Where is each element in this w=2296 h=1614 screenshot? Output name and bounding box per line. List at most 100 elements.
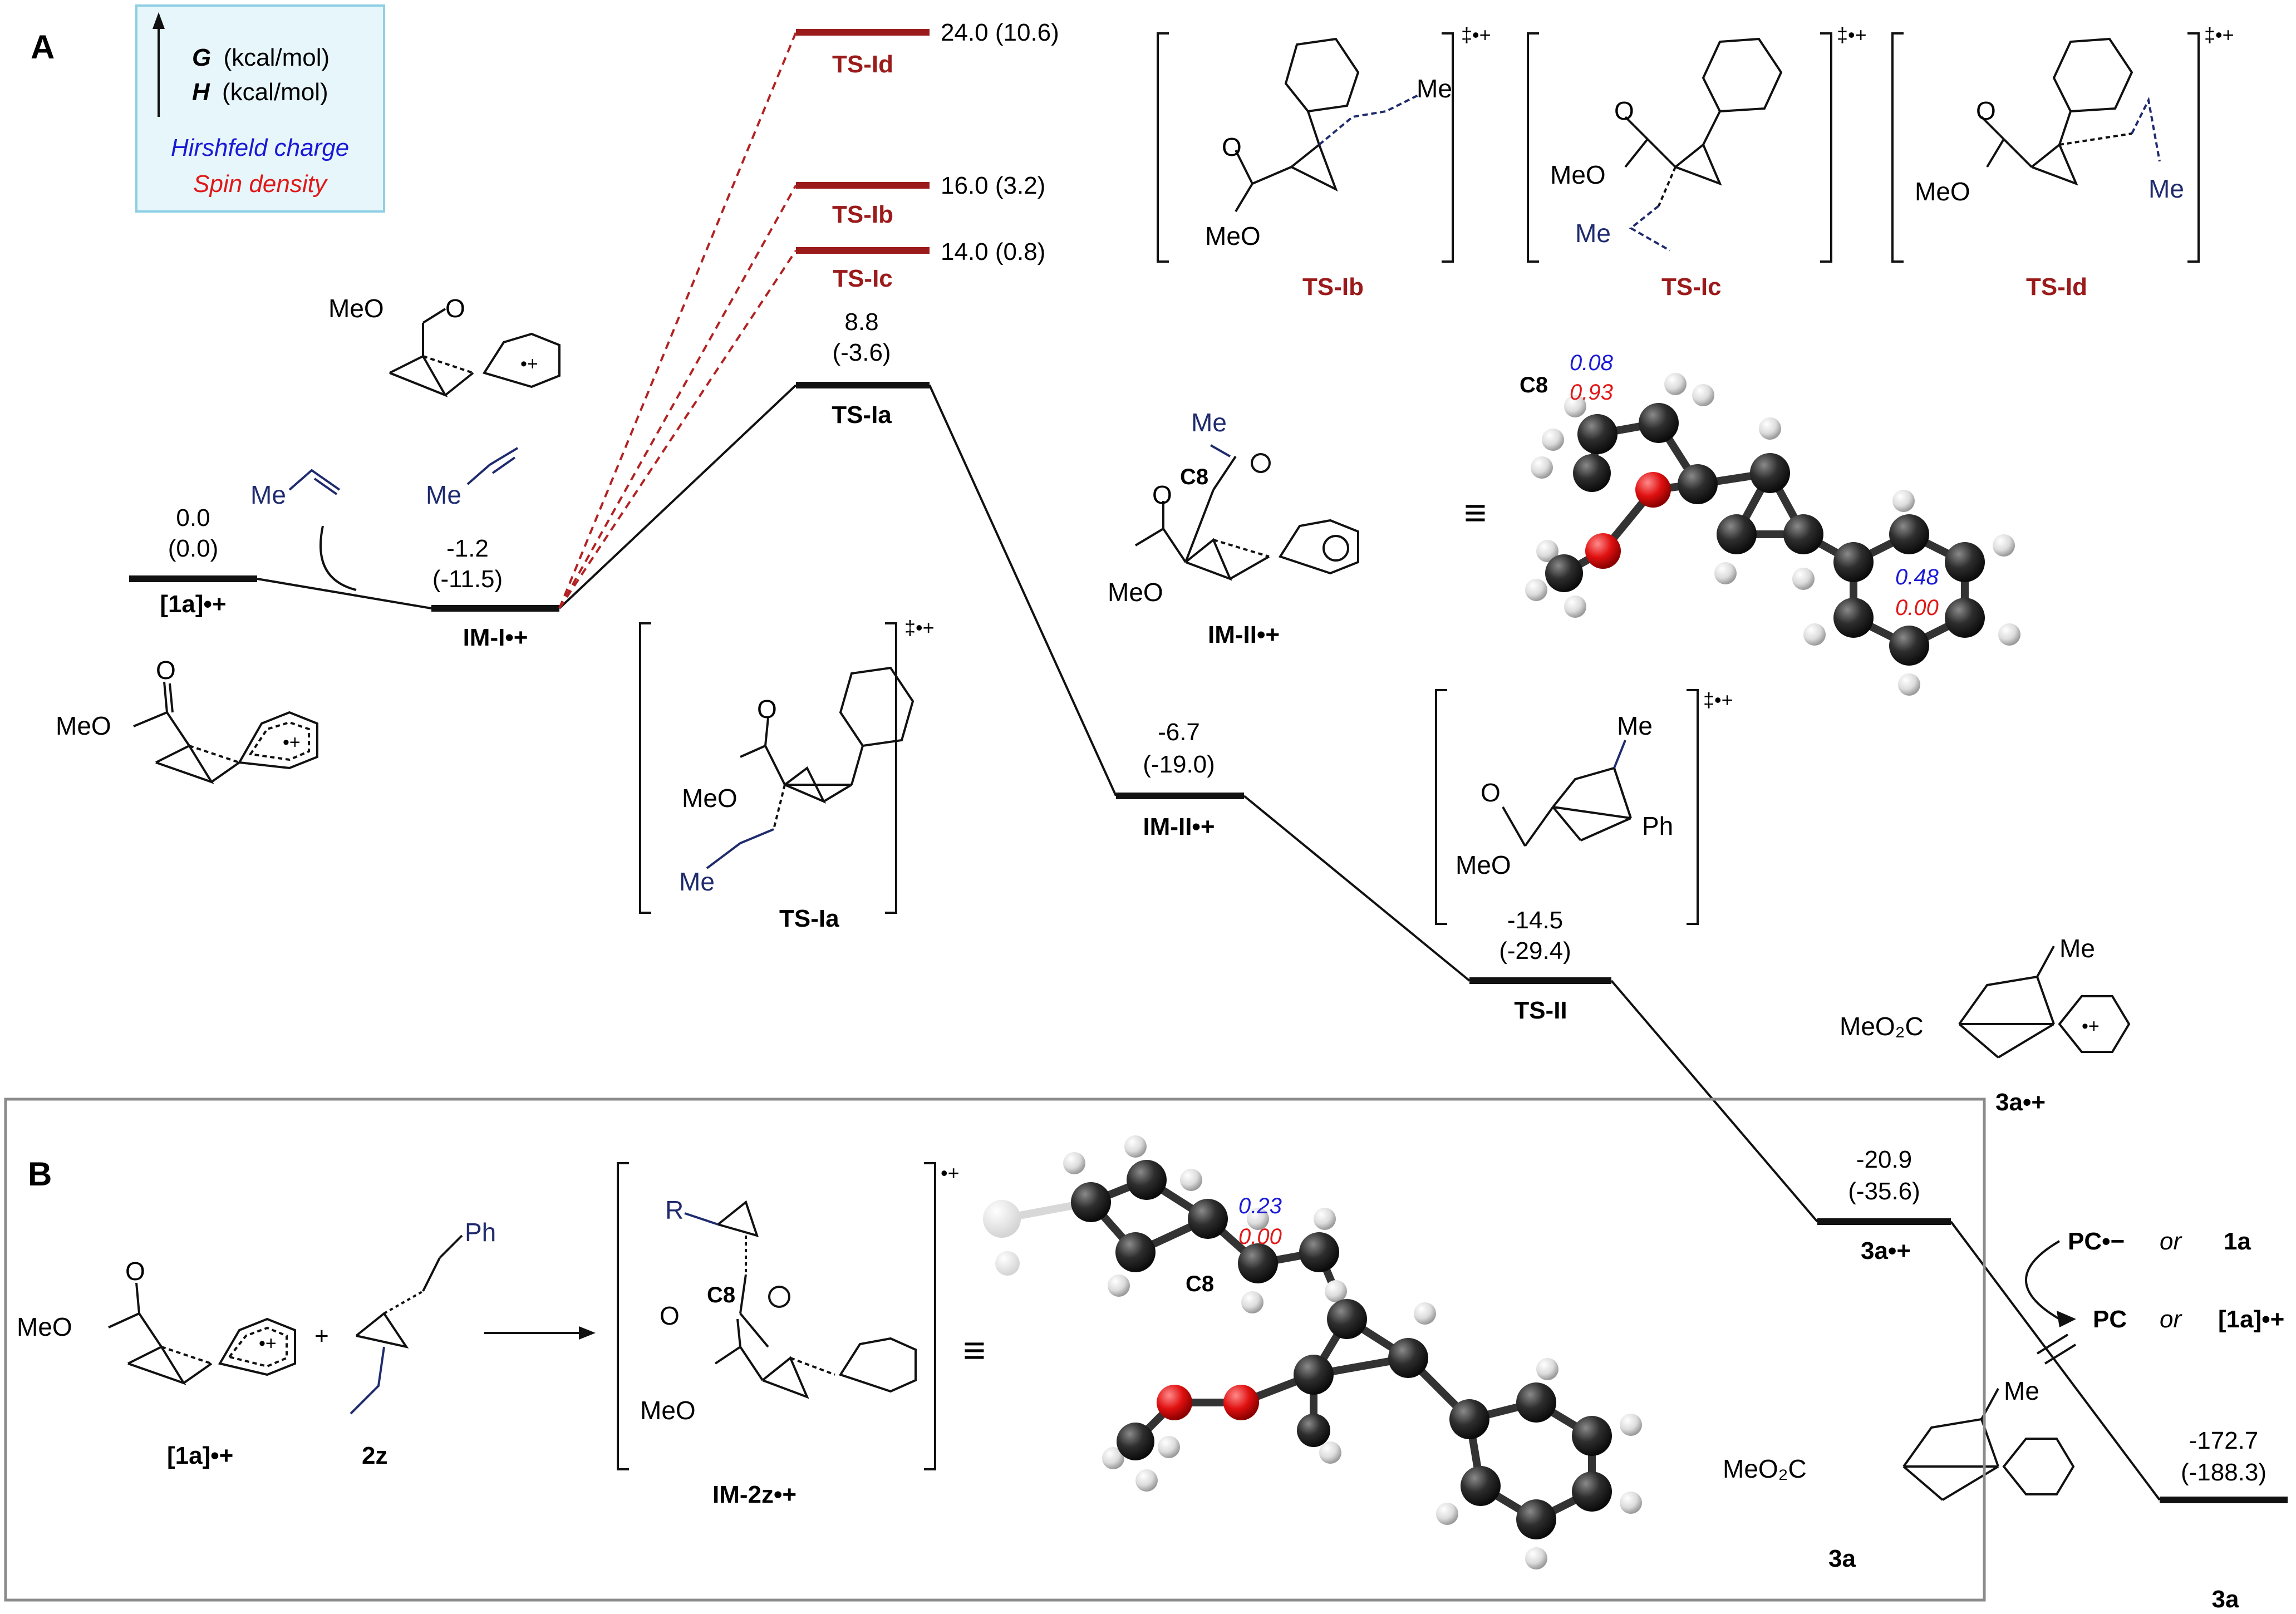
equiv-im-ii: ≡	[1464, 491, 1487, 534]
h-ts-ia: (-3.6)	[832, 339, 891, 366]
o-ts-ib: O	[1222, 132, 1242, 161]
charge-ring: 0.48	[1895, 565, 1939, 589]
dagger-ts-ib: ‡•+	[1461, 23, 1491, 46]
c8-model-label: C8	[1520, 373, 1548, 397]
caption-ts-id: TS-Id	[2026, 273, 2087, 301]
h-ts-ii: (-29.4)	[1499, 937, 1571, 965]
c8-im-2z: C8	[707, 1283, 735, 1307]
g-3a-radical: -20.9	[1856, 1146, 1912, 1173]
label-3a-radical: 3a•+	[1861, 1237, 1911, 1264]
meo-top: MeO	[328, 294, 384, 323]
label-ts-ia: TS-Ia	[832, 401, 892, 429]
plus-sign: +	[314, 1322, 329, 1350]
meo-im-2z: MeO	[640, 1396, 696, 1425]
one-a: 1a	[2224, 1228, 2251, 1255]
structure-3a-radical	[1958, 946, 2131, 1059]
meo-b-1a: MeO	[17, 1312, 72, 1341]
reaction-arrow-head-icon	[579, 1326, 596, 1340]
me-propene-1: Me	[250, 480, 286, 509]
spin-c8: 0.93	[1570, 380, 1613, 405]
o-top: O	[445, 294, 465, 323]
o-1a: O	[156, 656, 176, 685]
panel-b-label: B	[28, 1155, 52, 1193]
axis-break	[2036, 1333, 2077, 1365]
ph-2z: Ph	[465, 1218, 496, 1247]
dagger-ts-ii: ‡•+	[1703, 688, 1733, 711]
charge-b: 0.23	[1238, 1194, 1282, 1218]
propene-fragments	[288, 447, 519, 495]
meo-ts-id: MeO	[1915, 177, 1970, 206]
meo-ts-ic: MeO	[1550, 160, 1606, 189]
structure-2z	[355, 1234, 463, 1349]
co2me-3a-radical: MeO₂C	[1840, 1012, 1924, 1041]
panel-b-box	[4, 1098, 1986, 1602]
label-im-ii: IM-II•+	[1143, 813, 1215, 840]
dagger-ts-id: ‡•+	[2204, 23, 2234, 46]
g-1a: 0.0	[176, 504, 210, 532]
g-im-ii: -6.7	[1158, 719, 1200, 746]
structure-1a-radical	[133, 681, 318, 784]
meo-ts-ii: MeO	[1456, 850, 1511, 879]
h-3a: (-188.3)	[2181, 1459, 2266, 1486]
meo-ts-ia: MeO	[682, 784, 738, 813]
me-3a-radical: Me	[2059, 934, 2095, 963]
im-ii-methyl-bond	[1210, 444, 1231, 457]
o-ts-ia: O	[757, 695, 777, 724]
spin-ring: 0.00	[1895, 596, 1939, 620]
legend-hirshfeld: Hirshfeld charge	[171, 134, 349, 161]
charge-c8: 0.08	[1570, 351, 1614, 375]
label-im-i: IM-I•+	[463, 624, 528, 651]
value-ts-id: 24.0 (10.6)	[941, 19, 1059, 46]
label-3a: 3a	[2212, 1586, 2239, 1613]
o-im-ii: O	[1152, 480, 1172, 509]
dashed-connectors	[558, 32, 797, 609]
caption-2z: 2z	[362, 1442, 387, 1469]
caption-3a: 3a	[1828, 1545, 1856, 1572]
h-im-i: (-11.5)	[432, 565, 503, 593]
me-ts-ii: Me	[1617, 711, 1653, 740]
meo-1a: MeO	[56, 711, 111, 740]
o-im-2z: O	[660, 1301, 680, 1330]
propene-ts-id	[2131, 96, 2161, 162]
g-ts-ii: -14.5	[1507, 907, 1563, 934]
structure-ts-ii	[1435, 689, 1699, 925]
structure-im-ii	[1134, 453, 1359, 581]
legend-h: H	[192, 78, 210, 106]
addition-arrow	[319, 525, 357, 591]
co2me-3a: MeO₂C	[1723, 1454, 1807, 1483]
ts-ii-methyl-bond	[1613, 740, 1626, 769]
h-im-ii: (-19.0)	[1143, 751, 1215, 778]
h-1a: (0.0)	[168, 535, 218, 562]
caption-ts-ib: TS-Ib	[1302, 273, 1364, 301]
structure-im-2z	[617, 1162, 936, 1470]
g-im-i: -1.2	[446, 535, 489, 562]
caption-3a-radical: 3a•+	[1995, 1089, 2046, 1116]
caption-b-1a: [1a]•+	[167, 1442, 233, 1469]
c8-b-model-label: C8	[1186, 1272, 1214, 1296]
or-2: or	[2160, 1306, 2182, 1333]
r-im-2z: R	[665, 1195, 684, 1224]
rc-mark-b: •+	[259, 1333, 277, 1354]
caption-im-2z: IM-2z•+	[712, 1481, 797, 1508]
rc-mark-top: •+	[520, 353, 538, 375]
legend-g: G	[192, 44, 211, 71]
im-2z-3d-model	[983, 1135, 1642, 1569]
me-propene-2: Me	[426, 480, 461, 509]
me-ts-ic: Me	[1575, 219, 1611, 248]
structure-ts-ia	[639, 622, 915, 914]
g-ts-ia: 8.8	[844, 308, 878, 336]
spin-b: 0.00	[1238, 1224, 1282, 1249]
meo-ts-ib: MeO	[1205, 222, 1261, 250]
svg-text:H (kcal/mol): H (kcal/mol)	[192, 78, 328, 106]
legend-spin: Spin density	[193, 170, 328, 198]
value-ts-ic: 14.0 (0.8)	[941, 238, 1045, 265]
redox-arrow-head-icon	[2057, 1311, 2076, 1327]
pc-minus: PC•−	[2068, 1228, 2125, 1255]
o-ts-ii: O	[1481, 778, 1501, 807]
equiv-im-2z: ≡	[963, 1328, 986, 1372]
ph-ts-ii: Ph	[1642, 811, 1673, 840]
svg-text:G (kcal/mol): G (kcal/mol)	[192, 44, 330, 71]
panel-a-label: A	[31, 28, 55, 66]
legend-h-unit: (kcal/mol)	[222, 78, 328, 106]
